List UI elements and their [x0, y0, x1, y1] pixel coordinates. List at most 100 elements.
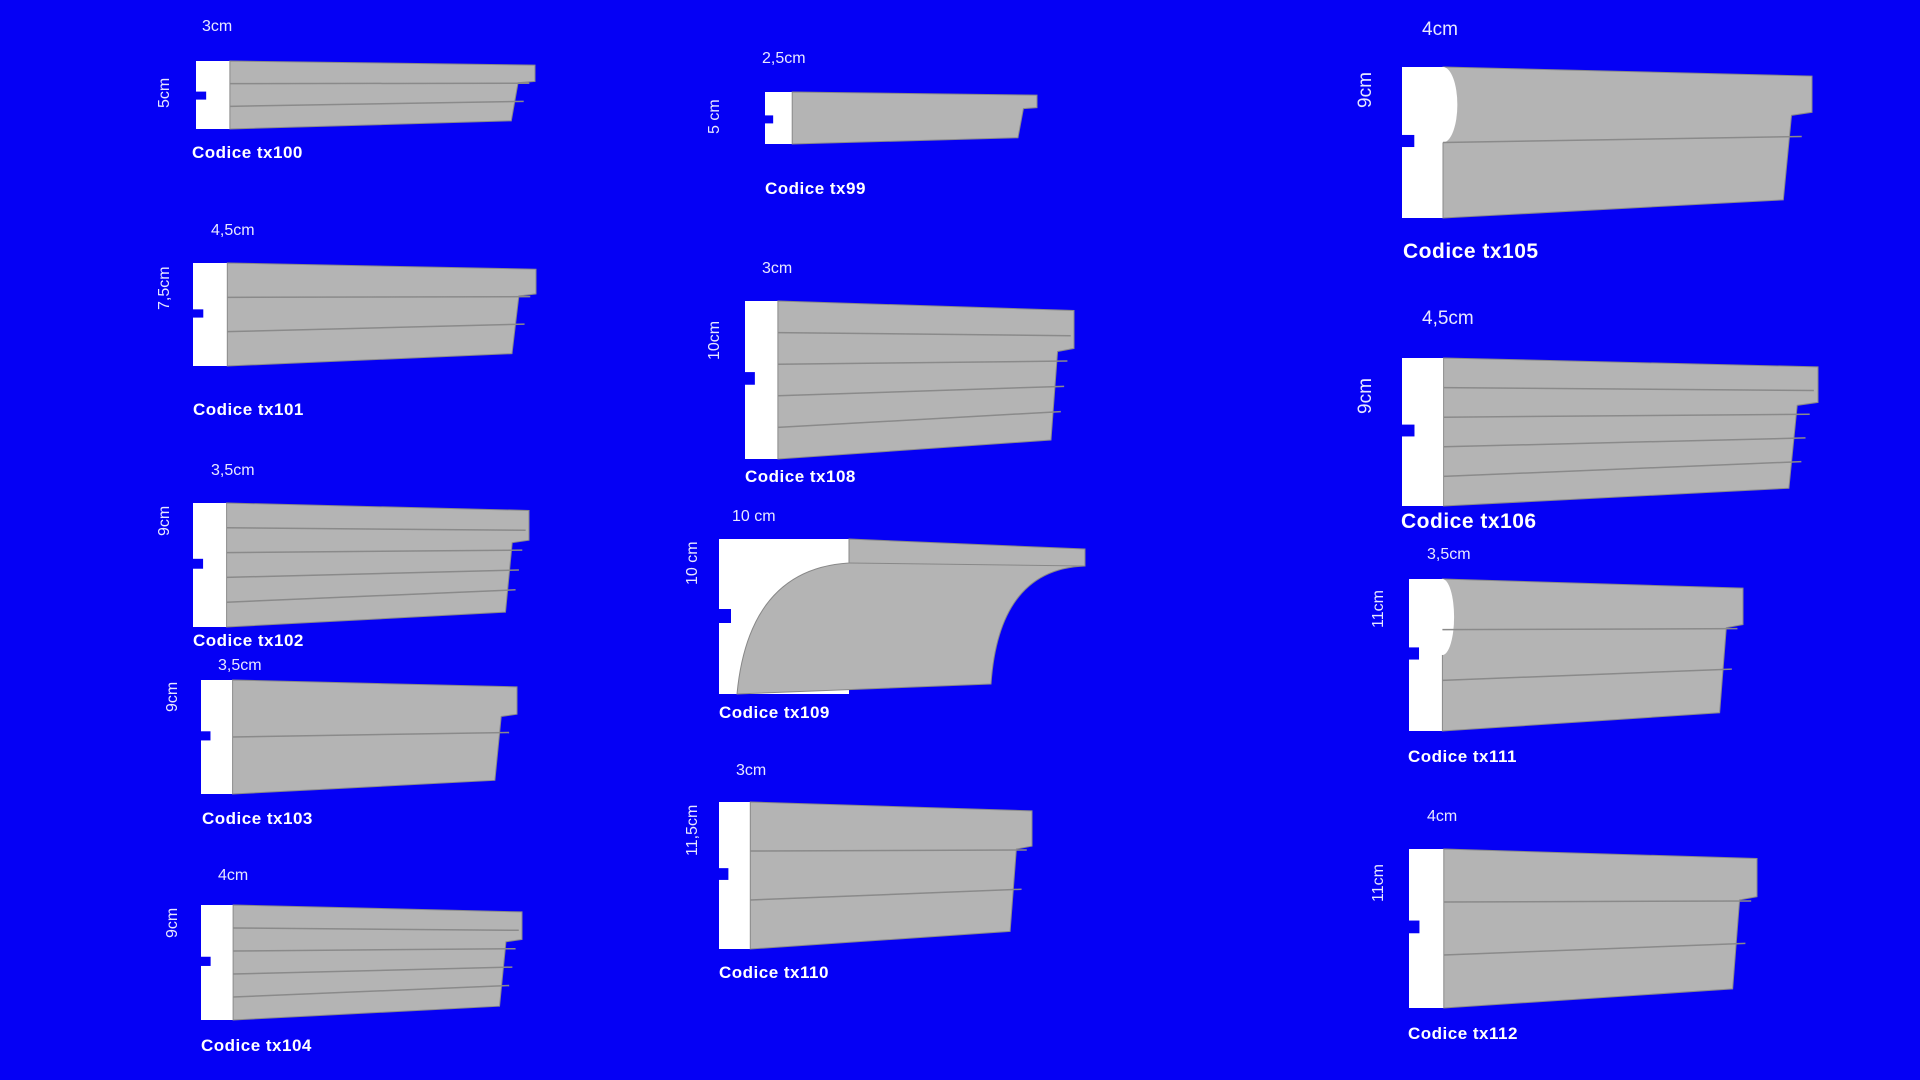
profile-drawing: [1409, 578, 1744, 732]
height-label: 9cm: [1355, 378, 1376, 414]
width-label: 3cm: [202, 18, 233, 35]
width-label: 3cm: [762, 260, 793, 277]
profile-drawing: [201, 904, 523, 1021]
profile-drawing: [719, 801, 1033, 950]
profile-body: [1442, 66, 1813, 219]
profile-band-line: [750, 849, 1027, 852]
width-label: 4cm: [1427, 808, 1458, 825]
height-label: 5cm: [156, 77, 173, 108]
width-label: 2,5cm: [762, 50, 806, 67]
profile-drawing: [745, 300, 1075, 460]
mounting-notch: [1409, 647, 1420, 660]
profile-band-line: [777, 331, 1071, 337]
profile-drawing: [1402, 66, 1813, 219]
mounting-notch: [193, 309, 204, 318]
profile-drawing-cove: [719, 538, 1086, 695]
product-code: Codice tx102: [193, 631, 304, 650]
profile-round: [1430, 579, 1455, 655]
profile-body: [791, 91, 1038, 145]
product-code: Codice tx101: [193, 400, 304, 419]
mounting-notch: [196, 91, 207, 100]
profile-body: [1443, 357, 1819, 507]
height-label: 11cm: [1370, 590, 1387, 628]
product-code: Codice tx100: [192, 143, 303, 162]
profile-body: [749, 801, 1033, 950]
profile-band-line: [1442, 627, 1738, 631]
product-code: Codice tx108: [745, 467, 856, 486]
height-label: 9cm: [156, 505, 173, 536]
profile-band-line: [233, 966, 513, 975]
mounting-notch: [765, 115, 774, 124]
width-label: 4cm: [1422, 19, 1458, 40]
profile-drawing: [1402, 357, 1819, 507]
width-label: 4,5cm: [1422, 308, 1474, 329]
width-label: 3cm: [736, 762, 767, 779]
mounting-notch: [193, 558, 204, 569]
profile-band-line: [233, 984, 510, 998]
height-label: 11,5cm: [684, 804, 701, 856]
height-label: 5 cm: [706, 99, 723, 134]
profile-drawing: [1409, 848, 1758, 1009]
profile-body: [1443, 848, 1758, 1009]
height-label: 9cm: [164, 907, 181, 938]
width-label: 3,5cm: [218, 657, 262, 674]
width-label: 3,5cm: [211, 462, 255, 479]
profile-band-line: [229, 100, 524, 108]
profile-band-line: [777, 360, 1068, 365]
profile-band-line: [233, 947, 516, 952]
profile-band-line: [232, 731, 510, 738]
profile-band-line: [226, 569, 519, 579]
mounting-notch: [719, 868, 729, 880]
profile-band-line: [226, 527, 526, 532]
profile-body: [226, 502, 530, 628]
profile-drawing: [196, 60, 536, 130]
profile-band-line: [226, 589, 516, 603]
profile-round: [1428, 67, 1458, 143]
profile-band-line: [227, 323, 525, 333]
profile-body: [229, 60, 536, 130]
height-label: 9cm: [164, 681, 181, 712]
profile-band-line: [1443, 942, 1746, 956]
mounting-notch: [1402, 424, 1415, 437]
profile-band-line: [233, 927, 519, 932]
profile-drawing: [193, 262, 537, 367]
product-code: Codice tx103: [202, 809, 313, 828]
product-code: Codice tx104: [201, 1036, 312, 1055]
height-label: 10 cm: [684, 541, 701, 585]
height-label: 10cm: [706, 320, 723, 360]
profile-body: [232, 679, 518, 795]
profile-band-line: [750, 888, 1022, 901]
profile-drawing: [193, 502, 530, 628]
product-code: Codice tx112: [1408, 1024, 1518, 1043]
profile-band-line: [777, 385, 1065, 397]
height-label: 9cm: [1355, 72, 1376, 108]
profile-band-line: [1443, 386, 1814, 392]
profile-body: [1441, 578, 1744, 732]
profile-band-line: [227, 295, 531, 299]
mounting-notch: [201, 731, 211, 741]
profile-band-line: [1442, 135, 1802, 144]
height-label: 11cm: [1370, 864, 1387, 902]
profile-band-line: [1443, 413, 1810, 418]
profile-band-line: [1443, 900, 1752, 903]
width-label: 4cm: [218, 867, 249, 884]
profile-drawing: [201, 679, 518, 795]
width-label: 4,5cm: [211, 222, 255, 239]
mounting-notch: [1409, 920, 1420, 934]
mounting-notch: [745, 372, 755, 385]
height-label: 7,5cm: [156, 266, 173, 310]
profile-band-line: [1443, 460, 1802, 478]
width-label: 10 cm: [732, 508, 776, 525]
profile-body: [232, 904, 523, 1021]
product-code: Codice tx99: [765, 179, 866, 198]
product-code: Codice tx105: [1403, 240, 1539, 263]
profile-band-line: [226, 549, 523, 554]
product-code: Codice tx110: [719, 963, 829, 982]
profile-drawing: [765, 91, 1038, 145]
product-code: Codice tx106: [1401, 510, 1537, 533]
profile-body: [226, 262, 537, 367]
mounting-notch: [201, 956, 211, 966]
mounting-notch: [1402, 134, 1415, 148]
product-code: Codice tx109: [719, 703, 830, 722]
profile-band-line: [1443, 437, 1806, 448]
